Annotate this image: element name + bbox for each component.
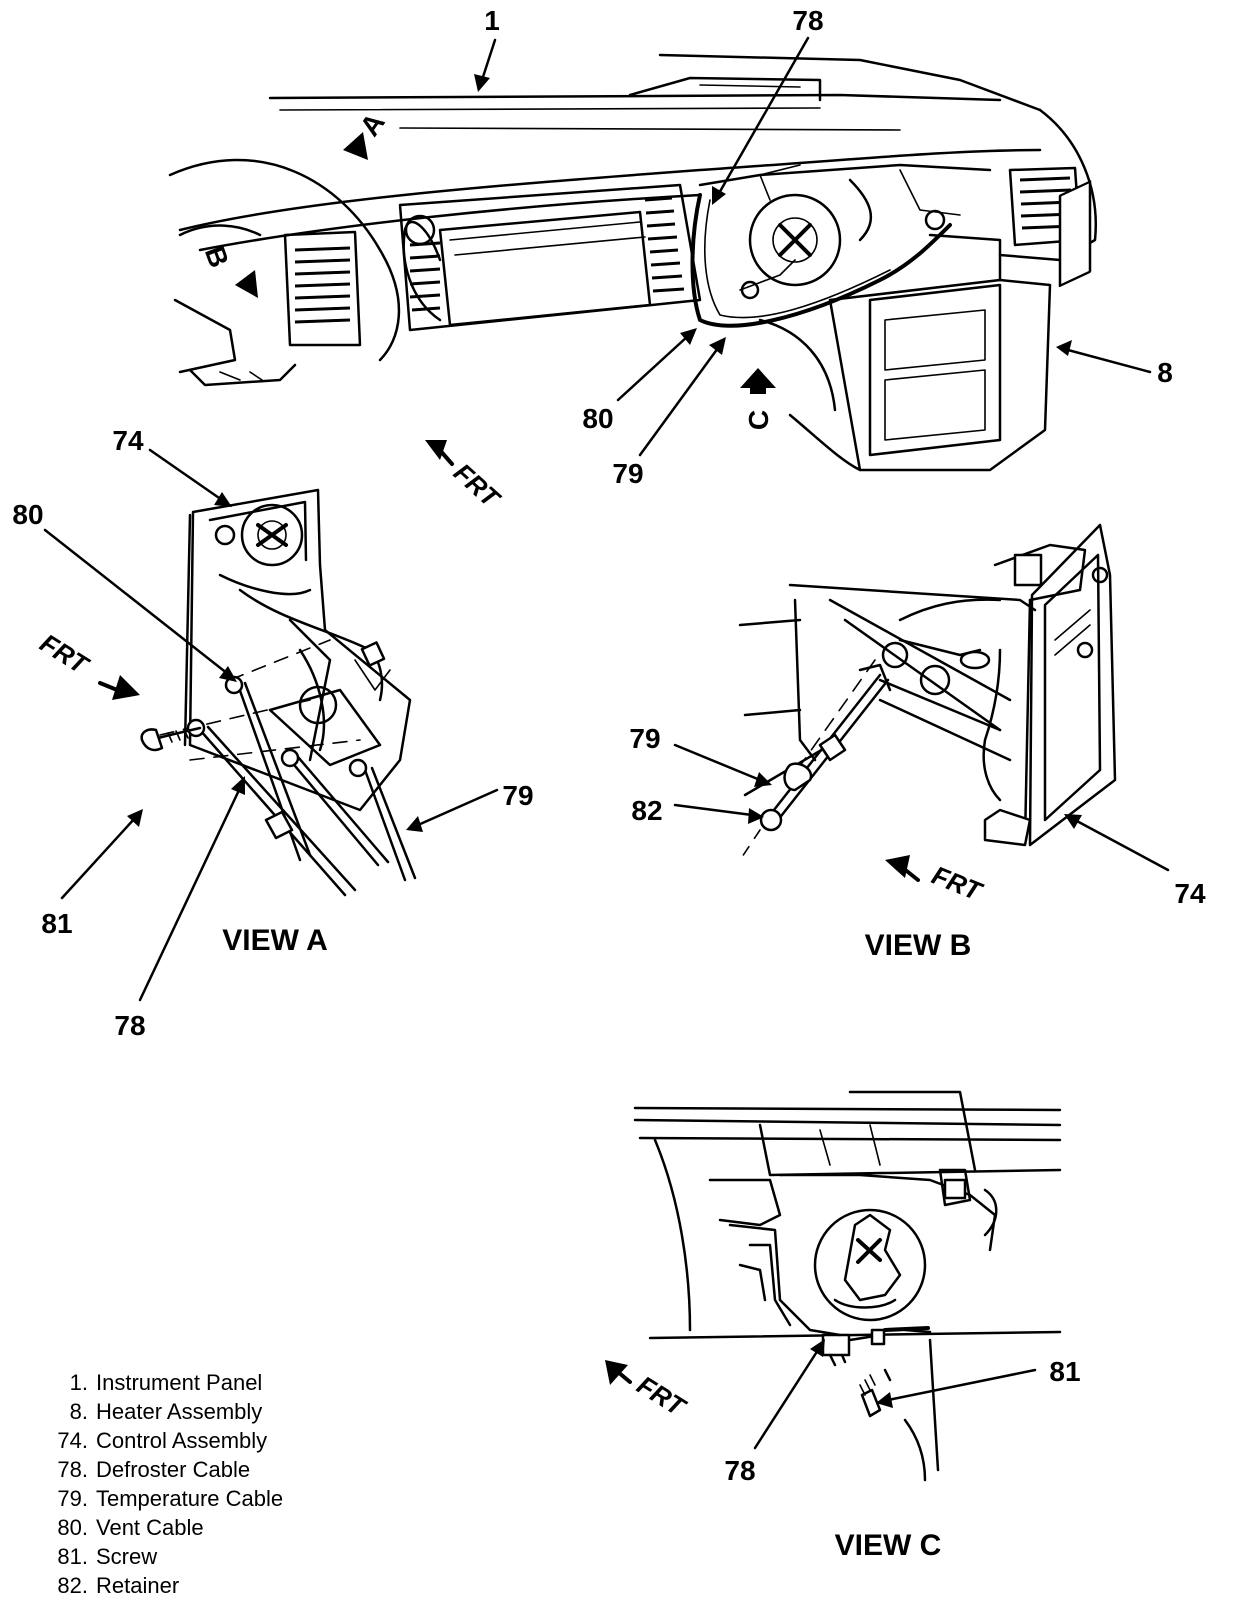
callout-main-78: 78: [792, 5, 823, 36]
center-left-vent-louvers: [409, 241, 441, 312]
callout-b-79: 79: [629, 723, 660, 754]
callout-b-82: 82: [631, 795, 662, 826]
callout-main-8: 8: [1157, 357, 1173, 388]
legend-text: Defroster Cable: [96, 1457, 251, 1482]
view-a-frt-label: FRT: [35, 628, 95, 681]
callout-c-78: 78: [724, 1455, 755, 1486]
legend-number: 80.: [57, 1515, 88, 1540]
legend-number: 81.: [57, 1544, 88, 1569]
legend-row: 1. Instrument Panel: [30, 1368, 390, 1397]
view-a-title: VIEW A: [222, 924, 328, 957]
callout-a-74: 74: [112, 425, 144, 456]
legend-row: 79. Temperature Cable: [30, 1484, 390, 1513]
view-b-marker-letter: B: [199, 242, 235, 272]
view-b-direction-marker: B: [199, 242, 258, 298]
legend-number: 78.: [57, 1457, 88, 1482]
callout-b-74: 74: [1174, 878, 1206, 909]
legend-row: 78. Defroster Cable: [30, 1455, 390, 1484]
left-vent-louvers: [294, 246, 351, 324]
view-c-front-arrow: FRT: [605, 1360, 692, 1423]
main-frt-label: FRT: [448, 457, 507, 514]
legend-number: 1.: [69, 1370, 88, 1395]
callout-a-80: 80: [12, 499, 43, 530]
callout-main-79: 79: [612, 458, 643, 489]
legend-row: 81. Screw: [30, 1542, 390, 1571]
legend-number: 74.: [57, 1428, 88, 1453]
view-b-control-assembly-drawing: [738, 180, 1117, 861]
legend-number: 82.: [57, 1573, 88, 1598]
view-c-heater-case-drawing: [633, 1090, 1062, 1482]
callout-a-81: 81: [41, 908, 72, 939]
view-b-front-arrow: FRT: [885, 855, 987, 907]
legend-row: 82. Retainer: [30, 1571, 390, 1600]
legend-number: 79.: [57, 1486, 88, 1511]
main-instrument-panel-drawing: [168, 53, 1097, 472]
legend-text: Temperature Cable: [96, 1486, 284, 1511]
legend-text: Screw: [96, 1544, 158, 1569]
view-a-control-assembly-drawing: [140, 488, 417, 897]
main-front-arrow: FRT: [425, 440, 507, 514]
legend-text: Vent Cable: [96, 1515, 204, 1540]
view-c-frt-label: FRT: [632, 1370, 692, 1423]
legend-row: 8. Heater Assembly: [30, 1397, 390, 1426]
view-a-leaders: [43, 448, 499, 1002]
callout-a-78: 78: [114, 1010, 145, 1041]
view-c-title: VIEW C: [835, 1529, 942, 1562]
legend-text: Control Assembly: [96, 1428, 268, 1453]
legend-text: Heater Assembly: [96, 1399, 263, 1424]
callout-main-80: 80: [582, 403, 613, 434]
legend-text: Instrument Panel: [96, 1370, 263, 1395]
view-a-front-arrow: FRT: [35, 628, 140, 700]
parts-legend: 1. Instrument Panel 8. Heater Assembly 74.…: [30, 1368, 390, 1600]
view-b-title: VIEW B: [865, 929, 972, 962]
view-c-marker-letter: C: [743, 410, 774, 430]
view-c-leaders: [753, 1339, 1037, 1450]
legend-row: 80. Vent Cable: [30, 1513, 390, 1542]
callout-c-81: 81: [1049, 1356, 1080, 1387]
legend-row: 74. Control Assembly: [30, 1426, 390, 1455]
legend-number: 8.: [69, 1399, 88, 1424]
callout-main-1: 1: [484, 5, 500, 36]
view-a-direction-marker: A: [343, 107, 391, 160]
view-b-leaders: [673, 743, 1170, 872]
callout-a-79: 79: [502, 780, 533, 811]
view-c-direction-marker: C: [740, 368, 776, 430]
legend-text: Retainer: [96, 1573, 180, 1598]
center-right-vent-louvers: [644, 196, 685, 293]
view-b-frt-label: FRT: [928, 860, 988, 907]
main-view-leaders: [474, 36, 1152, 457]
